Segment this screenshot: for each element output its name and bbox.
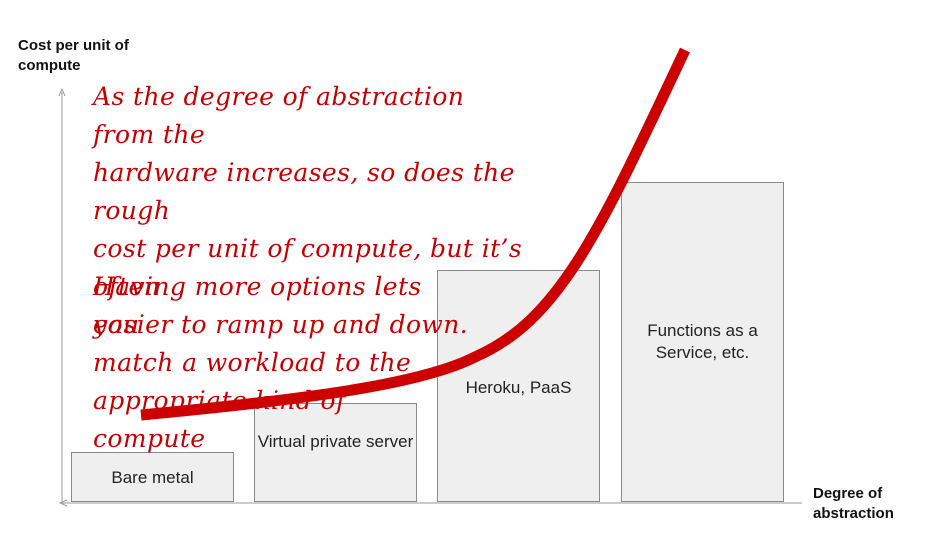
x-axis-label: Degree of abstraction bbox=[813, 485, 894, 522]
annotation-abstraction-cost: As the degree of abstraction from the ha… bbox=[93, 82, 523, 339]
bar-bare-metal: Bare metal bbox=[71, 452, 234, 502]
bar-label: Bare metal bbox=[111, 468, 194, 487]
bar-label: Heroku, PaaS bbox=[465, 378, 572, 397]
y-axis-arrow-icon bbox=[58, 87, 66, 97]
bar-label: Functions as a Service, etc. bbox=[647, 321, 758, 362]
bar-label: Virtual private server bbox=[257, 432, 414, 451]
cost-curve bbox=[140, 47, 690, 421]
bar-functions-as-a-service: Functions as a Service, etc. bbox=[621, 182, 784, 502]
bar-heroku-paas: Heroku, PaaS bbox=[437, 270, 600, 502]
y-axis-label: Cost per unit of compute bbox=[18, 37, 129, 74]
x-axis-arrow-icon bbox=[58, 499, 68, 507]
bar-virtual-private-server: Virtual private server bbox=[254, 403, 417, 502]
